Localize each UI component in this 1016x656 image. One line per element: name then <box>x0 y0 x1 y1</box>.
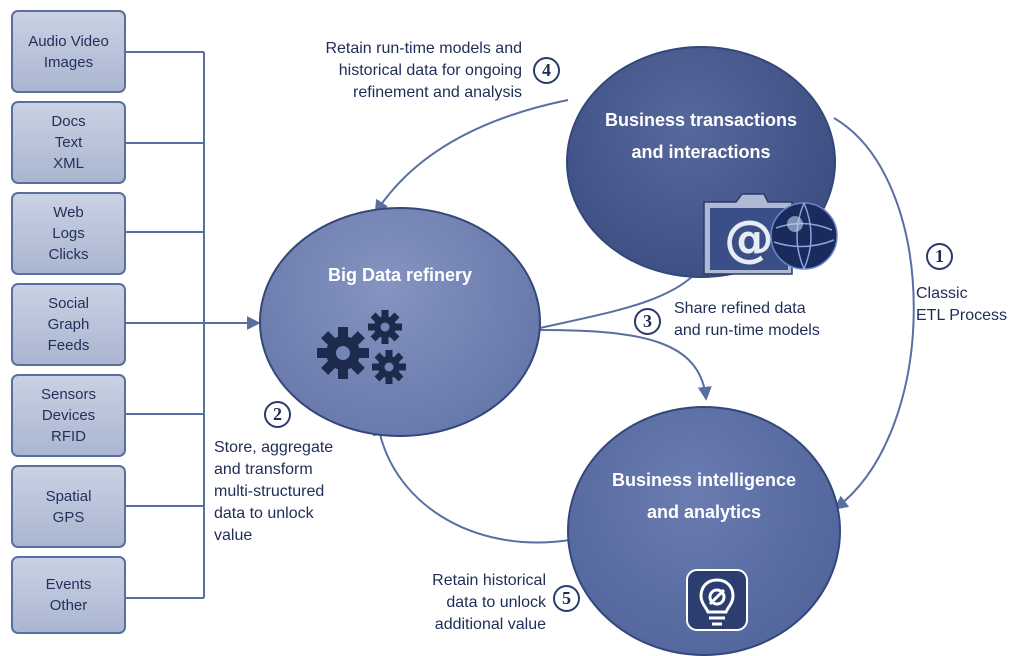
step-3-number: 3 <box>634 308 661 335</box>
step-4-number: 4 <box>533 57 560 84</box>
transactions-title: Business transactions and interactions <box>604 110 798 162</box>
step-5-label: Retain historical data to unlock additio… <box>432 572 546 633</box>
step-2-label: Store, aggregate and transform multi-str… <box>214 439 334 544</box>
source-events-other: Events Other <box>11 556 126 634</box>
step-4-label: Retain run-time models and historical da… <box>325 40 522 101</box>
arrow-4-retain-runtime <box>374 99 569 215</box>
step-1-number: 1 <box>926 243 953 270</box>
source-sensors-devices-rfid: Sensors Devices RFID <box>11 374 126 457</box>
arrow-3-share-to-intelligence <box>539 329 712 401</box>
source-audio-video-images: Audio Video Images <box>11 10 126 93</box>
arrow-5-retain-historical <box>372 421 571 544</box>
step-1-label: Classic ETL Process <box>916 285 1007 324</box>
refinery-title: Big Data refinery <box>327 265 473 285</box>
svg-text:@: @ <box>724 210 774 268</box>
source-spatial-gps: Spatial GPS <box>11 465 126 548</box>
source-web-logs-clicks: Web Logs Clicks <box>11 192 126 275</box>
step-2-number: 2 <box>264 401 291 428</box>
lightbulb-gear-icon <box>686 569 748 631</box>
gears-icon <box>317 310 406 384</box>
step-5-number: 5 <box>553 585 580 612</box>
intelligence-title: Business intelligence and analytics <box>611 470 797 522</box>
arrow-1-etl <box>833 117 915 510</box>
source-docs-text-xml: Docs Text XML <box>11 101 126 184</box>
intelligence-node: Business intelligence and analytics <box>567 406 841 656</box>
step-3-label: Share refined data and run-time models <box>674 300 820 339</box>
refinery-node: Big Data refinery <box>259 207 541 437</box>
email-globe-icon: @ <box>703 193 838 275</box>
source-social-graph-feeds: Social Graph Feeds <box>11 283 126 366</box>
